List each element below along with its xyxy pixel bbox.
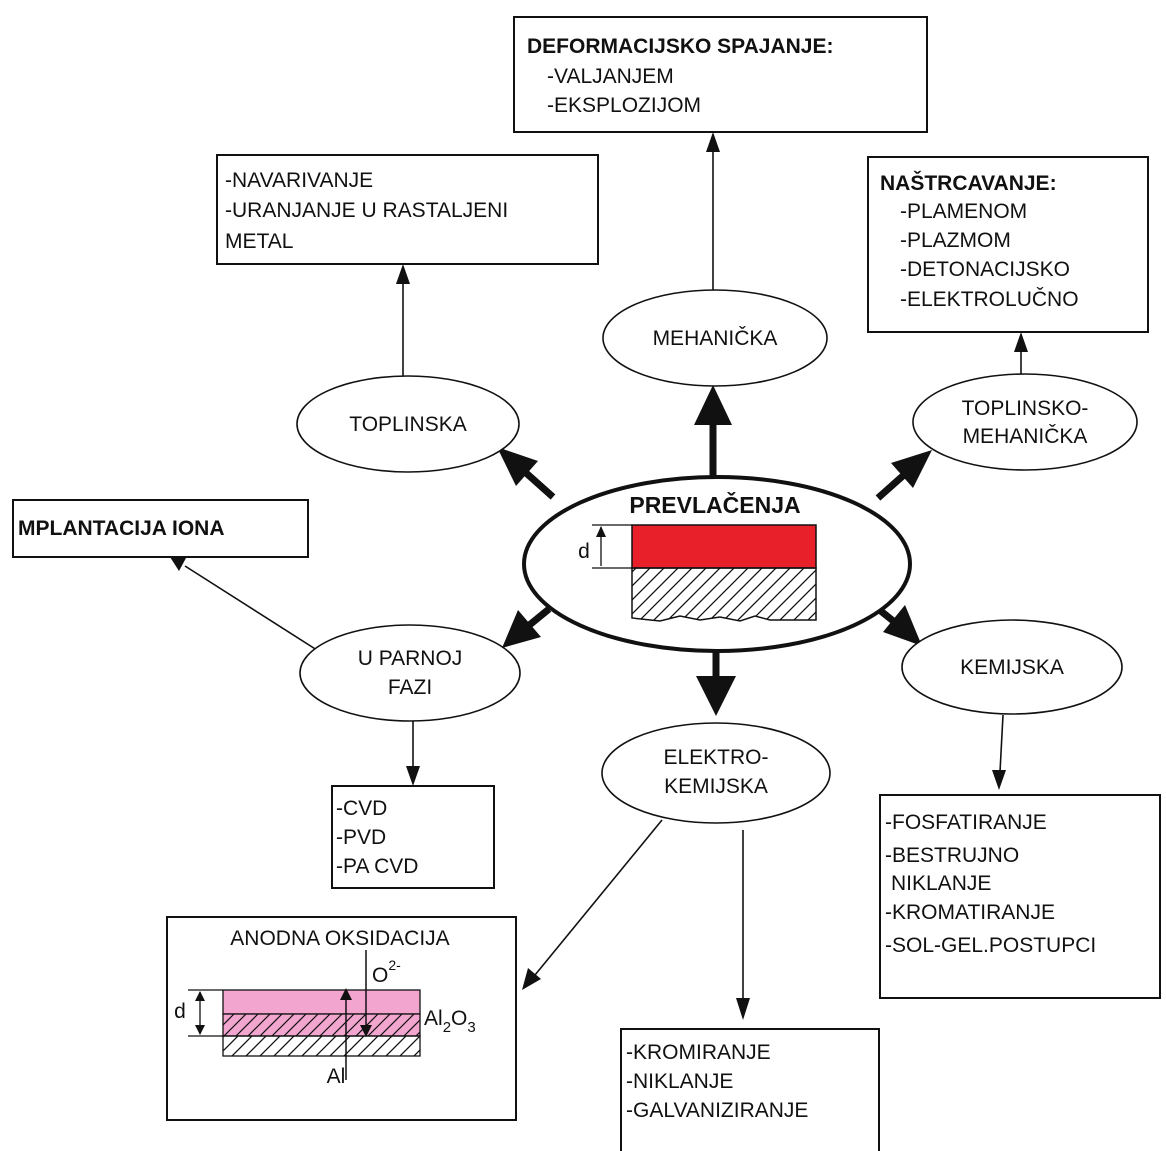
thick-arrow-kemijska [883, 605, 922, 646]
node-mehanicka [602, 289, 828, 387]
box-deformacijsko-title: DEFORMACIJSKO SPAJANJE: [527, 35, 834, 58]
node-elektrokemijska-label-2: KEMIJSKA [664, 775, 768, 798]
box-cvd-item-1: -CVD [336, 797, 387, 820]
thick-arrow-toplinska [497, 447, 538, 486]
box-kemijski-item-1: -FOSFATIRANJE [885, 811, 1047, 834]
arrowhead-anodna [522, 968, 541, 990]
oxide-al: Al [424, 1007, 443, 1030]
aluminium-arrowhead [340, 988, 352, 1000]
node-toplinsko-mehanicka-label-2: MEHANIČKA [963, 425, 1088, 448]
node-kemijska [901, 619, 1123, 715]
thick-arrow-toplinsko-mehanicka [891, 450, 932, 488]
box-implantacija-title: MPLANTACIJA IONA [18, 517, 225, 540]
line-to-anodna [534, 819, 663, 976]
metal-label: Al [327, 1065, 346, 1088]
box-nastrcavanje-item-4: -ELEKTROLUČNO [900, 288, 1079, 311]
box-navarivanje-item-2: -URANJANJE U RASTALJENI [225, 199, 508, 222]
box-nastrcavanje-item-1: -PLAMENOM [900, 200, 1027, 223]
center-title: PREVLAČENJA [629, 491, 800, 518]
anodna-dim-label: d [174, 1000, 186, 1023]
aluminium-layer [222, 1035, 421, 1057]
arrowhead-kemijski-postupci [992, 770, 1006, 790]
node-u-parnoj-fazi-label-1: U PARNOJ [358, 647, 463, 670]
arrowhead-deformacijsko [706, 132, 720, 152]
node-elektrokemijska [601, 722, 831, 824]
box-galvan-item-1: -KROMIRANJE [626, 1041, 771, 1064]
node-u-parnoj-fazi-label-2: FAZI [388, 676, 432, 699]
arrowhead-implantacija [170, 557, 186, 571]
box-nastrcavanje [867, 156, 1149, 333]
box-kemijski-item-2: -BESTRUJNO [885, 844, 1019, 867]
box-deformacijsko [513, 16, 928, 133]
thick-arrow-elektrokemijska [696, 676, 736, 716]
node-toplinsko-mehanicka [912, 373, 1138, 471]
line-to-kemijski-postupci [999, 714, 1004, 773]
oxide-sub-2: 2 [443, 1019, 451, 1036]
center-dim-label: d [578, 540, 590, 563]
box-cvd [331, 785, 495, 889]
box-deformacijsko-item-2: -EKSPLOZIJOM [547, 94, 701, 117]
box-navarivanje-item-1: -NAVARIVANJE [225, 169, 373, 192]
oxygen-ion-label: O2- [372, 957, 401, 987]
oxide-sub-3: 3 [467, 1019, 475, 1036]
dim-arrowhead [596, 526, 606, 537]
arrowhead-cvd [406, 766, 420, 786]
node-kemijska-label: KEMIJSKA [960, 656, 1064, 679]
box-kemijski-postupci [879, 794, 1161, 999]
oxide-formula-label: Al2O3 [424, 1007, 476, 1036]
box-anodna-title: ANODNA OKSIDACIJA [230, 927, 449, 950]
thick-line-parna-faza [524, 606, 552, 630]
box-nastrcavanje-item-3: -DETONACIJSKO [900, 258, 1070, 281]
node-mehanicka-label: MEHANIČKA [653, 327, 778, 350]
box-nastrcavanje-title: NAŠTRCAVANJE: [880, 171, 1057, 195]
arrowhead-navarivanje [396, 264, 410, 284]
oxide-growth-layer [222, 1013, 421, 1037]
box-galvan-item-3: -GALVANIZIRANJE [626, 1099, 808, 1122]
node-u-parnoj-fazi [299, 624, 521, 722]
box-navarivanje-item-3: METAL [225, 230, 293, 253]
thick-arrow-mehanicka [694, 385, 732, 425]
node-toplinsko-mehanicka-label-1: TOPLINSKO- [962, 397, 1089, 420]
oxygen-charge: 2- [388, 957, 401, 973]
box-deformacijsko-item-1: -VALJANJEM [547, 65, 674, 88]
coating-layer [631, 524, 817, 569]
anodna-dim-arrow-up [195, 991, 205, 1001]
box-cvd-item-2: -PVD [336, 826, 386, 849]
oxygen-symbol: O [372, 964, 388, 987]
box-galvan-item-2: -NIKLANJE [626, 1070, 733, 1093]
line-to-implantacija [184, 565, 321, 653]
arrowhead-galvan [736, 998, 750, 1020]
oxygen-arrowhead [360, 1025, 372, 1037]
thick-line-toplinska [522, 469, 556, 500]
oxide-o: O [451, 1007, 467, 1030]
box-nastrcavanje-item-2: -PLAZMOM [900, 229, 1011, 252]
thick-arrow-parna-faza [502, 610, 541, 648]
thick-line-toplinsko-mehanicka [875, 471, 908, 501]
box-kemijski-item-4: -KROMATIRANJE [885, 901, 1055, 924]
node-toplinska [296, 375, 520, 473]
box-implantacija [12, 499, 309, 558]
box-kemijski-item-3: NIKLANJE [891, 872, 991, 895]
box-galvan [620, 1028, 880, 1151]
oxide-layer [222, 989, 421, 1015]
node-toplinska-label: TOPLINSKA [349, 413, 467, 436]
substrate-layer [631, 567, 817, 622]
box-cvd-item-3: -PA CVD [336, 855, 418, 878]
arrowhead-nastrcavanje [1014, 332, 1028, 352]
box-navarivanje [216, 154, 599, 265]
box-kemijski-item-5: -SOL-GEL.POSTUPCI [885, 934, 1096, 957]
node-elektrokemijska-label-1: ELEKTRO- [663, 746, 768, 769]
anodna-dim-arrow-down [195, 1025, 205, 1035]
